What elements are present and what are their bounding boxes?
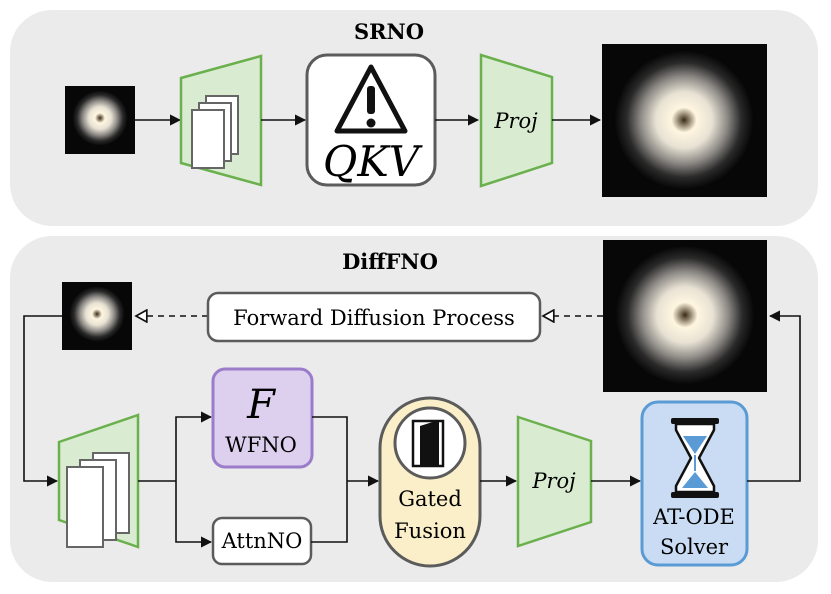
connector [312, 416, 348, 481]
door-icon [411, 419, 445, 468]
attnno-label: AttnNO [221, 529, 303, 553]
arrow [175, 411, 213, 481]
hourglass-icon [671, 418, 719, 498]
noisy-low-res-image [62, 282, 132, 350]
connector [311, 481, 348, 543]
arrow [175, 481, 213, 548]
fourier-symbol: F [246, 382, 276, 428]
proj-label-top: Proj [493, 109, 538, 133]
proj-label-bottom: Proj [531, 469, 576, 493]
gated-fusion-line2: Fusion [394, 519, 466, 543]
arrow [747, 310, 801, 482]
srno-title: SRNO [354, 19, 424, 44]
proj-block-bottom: Proj [516, 415, 593, 548]
low-res-input-image [65, 86, 135, 154]
high-res-output-image [602, 44, 767, 197]
gated-fusion-block: Gated Fusion [378, 396, 482, 568]
qkv-label: QKV [323, 137, 423, 186]
forward-diffusion-box: Forward Diffusion Process [206, 291, 542, 343]
solver-line2: Solver [660, 535, 729, 559]
attnno-block: AttnNO [211, 516, 313, 566]
arrow [23, 315, 62, 487]
qkv-attention-block: QKV [305, 53, 437, 187]
encoder-block [179, 54, 263, 187]
high-res-image-bottom [603, 240, 767, 392]
solver-line1: AT-ODE [652, 505, 735, 529]
difffno-title: DiffFNO [342, 249, 438, 274]
encoder-block-bottom [57, 413, 140, 549]
proj-block-top: Proj [479, 53, 554, 188]
forward-diffusion-label: Forward Diffusion Process [233, 306, 515, 330]
wfno-label: WFNO [225, 433, 297, 457]
wfno-block: F WFNO [211, 367, 314, 469]
at-ode-solver-block: AT-ODE Solver [640, 400, 749, 567]
gated-fusion-line1: Gated [398, 487, 462, 511]
